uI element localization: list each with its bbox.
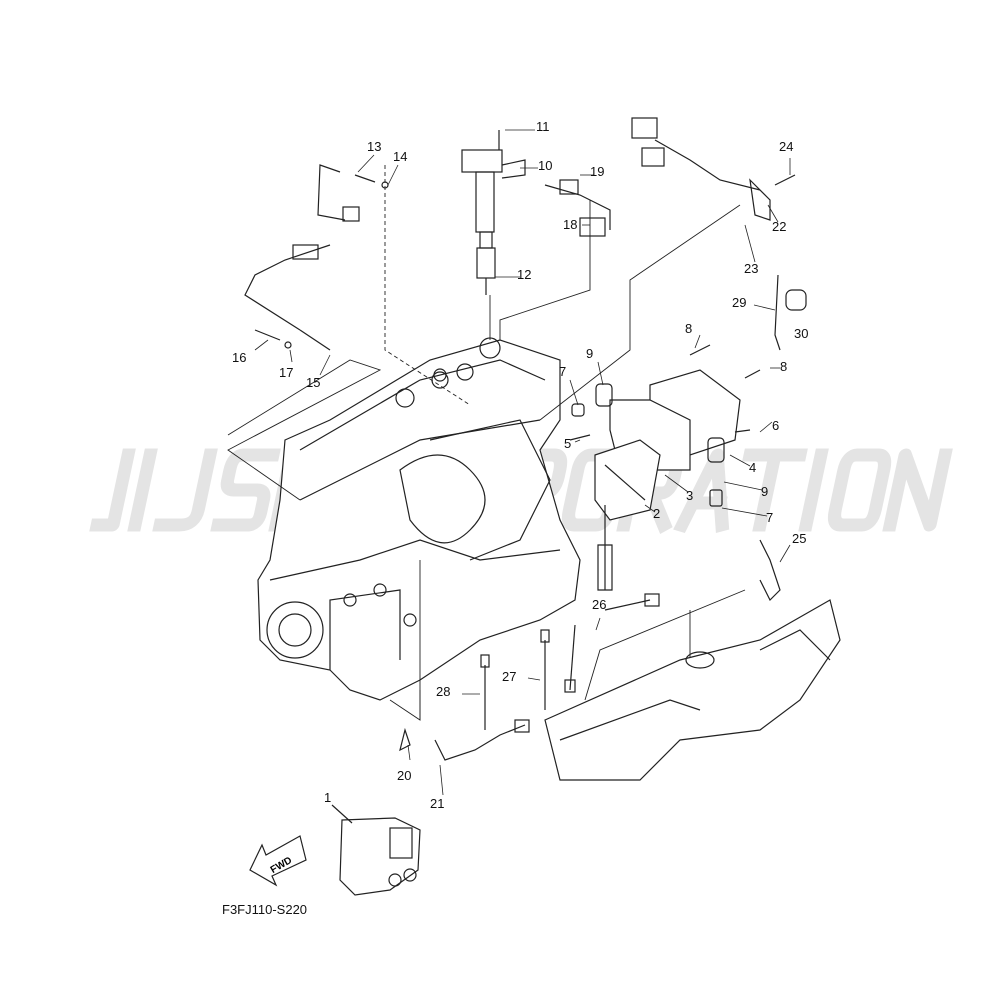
callout-20: 20	[397, 768, 412, 783]
callout-8: 8	[685, 321, 693, 336]
ignition-coil	[461, 130, 526, 233]
callout-24: 24	[779, 139, 794, 154]
callout-13: 13	[367, 139, 382, 154]
callout-22: 22	[772, 219, 787, 234]
callout-26: 26	[592, 597, 607, 612]
callout-25: 25	[792, 531, 807, 546]
callout-21: 21	[430, 796, 445, 811]
callout-27: 27	[502, 669, 517, 684]
fwd-arrow-icon	[249, 835, 307, 887]
callout-15: 15	[306, 375, 321, 390]
exhaust-manifold	[544, 599, 841, 781]
part-1-assembly	[331, 804, 421, 896]
callout-5: 5	[564, 436, 572, 451]
callout-29: 29	[732, 295, 747, 310]
callout-10: 10	[538, 158, 553, 173]
callout-8: 8	[780, 359, 788, 374]
callout-9: 9	[586, 346, 594, 361]
callout-16: 16	[232, 350, 247, 365]
leader-lines	[227, 165, 746, 721]
callout-3: 3	[686, 488, 694, 503]
sensor-cables	[244, 117, 796, 351]
callout-28: 28	[436, 684, 451, 699]
lower-parts	[399, 624, 576, 761]
callout-7: 7	[766, 510, 774, 525]
callout-leaders	[254, 129, 791, 796]
callout-14: 14	[393, 149, 408, 164]
callout-30: 30	[794, 326, 809, 341]
callout-6: 6	[772, 418, 780, 433]
ecu-assembly	[569, 274, 807, 611]
callout-1: 1	[324, 790, 332, 805]
callout-18: 18	[563, 217, 578, 232]
callout-7: 7	[559, 364, 567, 379]
callout-4: 4	[749, 460, 757, 475]
watermark-mark-icon	[89, 448, 158, 532]
callout-9: 9	[761, 484, 769, 499]
callout-19: 19	[590, 164, 605, 179]
callout-17: 17	[279, 365, 294, 380]
engine-block	[257, 337, 581, 701]
spark-plug	[476, 231, 496, 295]
callout-12: 12	[517, 267, 532, 282]
callout-11: 11	[536, 119, 550, 134]
callout-2: 2	[653, 506, 661, 521]
diagram-code: F3FJ110-S220	[222, 902, 308, 917]
callout-23: 23	[744, 261, 759, 276]
